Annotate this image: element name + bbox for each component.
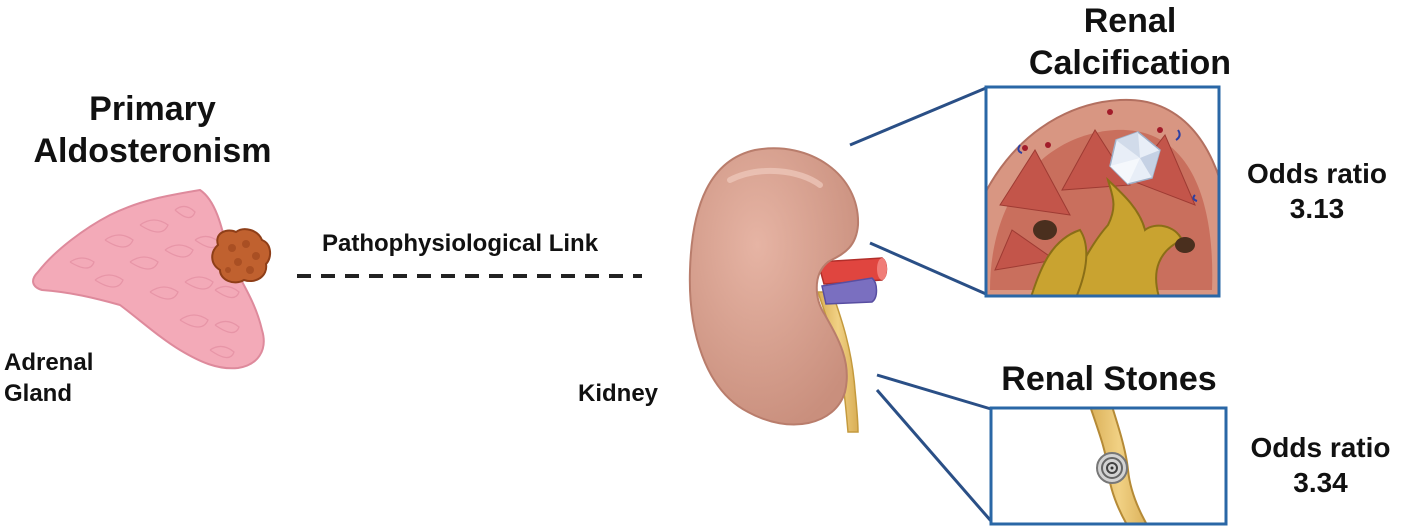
renal-vein — [821, 277, 878, 305]
odds-ratio-value: 3.34 — [1293, 467, 1348, 498]
renal-stones-inset — [989, 406, 1228, 526]
calcification-crystal — [1109, 131, 1161, 185]
adrenal-gland-illustration — [32, 188, 272, 370]
renal-stones-title: Renal Stones — [1001, 360, 1217, 398]
renal-stones-box — [989, 406, 1228, 526]
kidney-stone — [1096, 452, 1128, 484]
odds-ratio-label: Odds ratio — [1246, 158, 1387, 189]
renal-calcification-inset — [984, 85, 1221, 298]
calcification-odds-ratio: Odds ratio 3.13 — [1232, 156, 1402, 226]
renal-calcification-title: Renal Calcification — [1028, 2, 1232, 82]
odds-ratio-value: 3.13 — [1289, 193, 1345, 224]
pathophysiological-link-label: Pathophysiological Link — [322, 230, 599, 257]
primary-aldosteronism-title: Primary Aldosteronism — [33, 90, 272, 170]
kidney-label: Kidney — [578, 380, 659, 407]
stones-odds-ratio: Odds ratio 3.34 — [1238, 430, 1403, 500]
kidney-illustration — [688, 147, 888, 433]
zoom-connector-lines — [849, 86, 993, 522]
renal-calcification-box — [984, 85, 1221, 298]
adrenal-gland-label: Adrenal Gland — [4, 349, 94, 407]
odds-ratio-label: Odds ratio — [1250, 432, 1391, 463]
adrenal-nodule — [211, 228, 272, 284]
